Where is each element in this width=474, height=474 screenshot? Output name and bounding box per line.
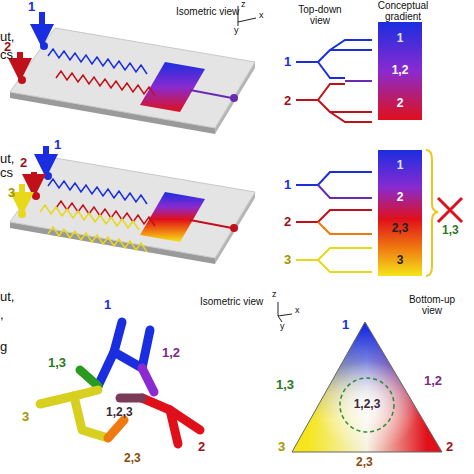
- callout-number: 2: [198, 440, 205, 454]
- gradient-label: 2: [397, 97, 404, 110]
- callout-number: 3: [8, 186, 15, 200]
- callout-number: 1,3: [276, 378, 294, 392]
- callout-number: 3: [278, 440, 285, 454]
- gradient-label: 1: [397, 32, 404, 45]
- gradient-label: 1,2: [392, 64, 409, 77]
- serpentine-channel: [48, 49, 147, 74]
- serpentine-channel: [40, 205, 139, 230]
- cut-text: ut,: [0, 152, 14, 166]
- gradient-label: 2,3: [392, 222, 409, 235]
- cut-text: cs: [0, 166, 13, 180]
- callout-number: 1: [342, 318, 349, 332]
- callout-number: 2: [446, 440, 453, 454]
- callout-number: 1: [28, 0, 35, 14]
- callout-number: 3: [22, 410, 29, 424]
- gradient-label: 3: [397, 254, 404, 267]
- cut-text: ut,: [0, 290, 14, 304]
- axis-label: x: [259, 11, 264, 21]
- callout-number: 2: [284, 215, 291, 229]
- axis-label: x: [295, 306, 300, 316]
- serpentine-channel: [56, 71, 155, 96]
- axis-label: z: [241, 0, 246, 10]
- callout-number: 1,2: [162, 346, 180, 360]
- axis-label: y: [280, 322, 285, 332]
- view-label: Top-down view: [294, 4, 346, 26]
- view-label: Conceptual gradient: [364, 0, 442, 22]
- gradient-label: 1,2,3: [354, 398, 381, 411]
- callout-number: 2,3: [356, 456, 373, 469]
- view-label: Isometric view: [176, 6, 239, 17]
- callout-number: 1,3: [442, 224, 459, 237]
- callout-number: 2: [284, 94, 291, 108]
- cut-text: ,: [0, 308, 4, 322]
- cut-text: g: [0, 340, 7, 354]
- callout-number: 1,2,3: [106, 406, 133, 419]
- axis-label: y: [234, 26, 239, 36]
- callout-number: 1: [284, 178, 291, 192]
- callout-number: 1: [284, 55, 291, 69]
- gradient-bar: 11,22: [378, 22, 422, 120]
- callout-number: 1: [54, 138, 61, 152]
- callout-number: 2,3: [124, 452, 141, 465]
- callout-number: 1: [104, 298, 111, 312]
- callout-number: 2: [4, 40, 11, 54]
- callout-number: 2: [20, 156, 27, 170]
- view-label: Isometric view: [200, 296, 263, 307]
- view-label: Bottom-up view: [402, 294, 462, 316]
- gradient-label: 2: [397, 191, 404, 204]
- axis-label: z: [272, 290, 277, 300]
- callout-number: 1,2: [424, 374, 442, 388]
- serpentine-channel: [48, 179, 147, 204]
- gradient-bar: 122,33: [378, 150, 422, 276]
- serpentine-channel: [48, 227, 147, 252]
- callout-number: 1,3: [48, 356, 66, 370]
- gradient-label: 1: [397, 159, 404, 172]
- mixing-circle: 1,2,3: [341, 379, 393, 431]
- callout-number: 3: [284, 253, 291, 267]
